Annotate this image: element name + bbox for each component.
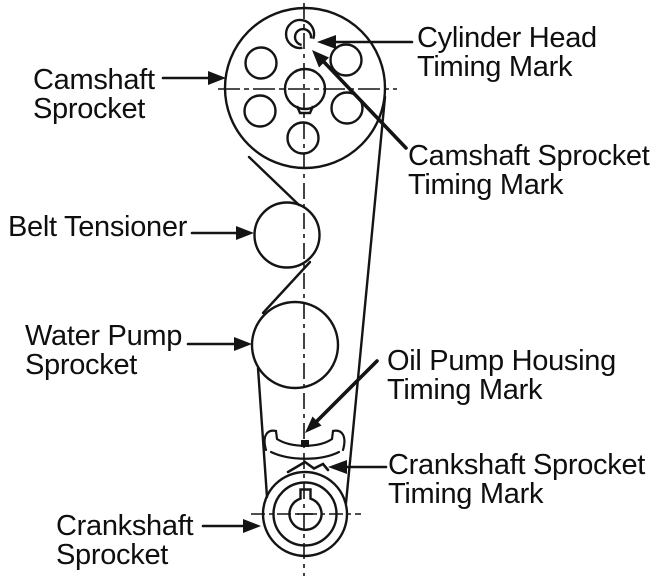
camshaft-sprocket-drawing (223, 6, 387, 170)
crankshaft-sprocket-arrow (201, 519, 261, 533)
camshaft-sprocket-timing-hole (293, 27, 313, 47)
label-line: Sprocket (56, 539, 169, 571)
label-water-pump-sprocket: Water Pump Sprocket (25, 322, 182, 380)
label-line: Timing Mark (387, 374, 543, 406)
label-line: Camshaft Sprocket (408, 140, 650, 172)
label-cylinder-head-timing-mark: Cylinder Head Timing Mark (417, 24, 597, 82)
label-line: Cylinder Head (417, 22, 597, 54)
label-line: Sprocket (33, 93, 146, 125)
label-oil-pump-housing-timing-mark: Oil Pump Housing Timing Mark (387, 347, 616, 405)
label-line: Water Pump (25, 320, 183, 352)
sprocket-hole (243, 94, 277, 128)
label-line: Timing Mark (408, 169, 564, 201)
label-line: Timing Mark (388, 478, 544, 510)
crankshaft-belt-rim (261, 470, 349, 558)
label-line: Sprocket (25, 349, 138, 381)
sprocket-hole (330, 91, 364, 125)
oil-pump-timing-notch (301, 440, 309, 447)
label-crankshaft-sprocket: Crankshaft Sprocket (56, 510, 194, 571)
label-line: Belt Tensioner (8, 211, 188, 243)
camshaft-sprocket-rim (223, 6, 387, 170)
crankshaft-timing-mark-shape (286, 460, 330, 474)
cylinder-head-timing-mark-arrow (317, 35, 414, 49)
timing-belt-lines (247, 95, 387, 505)
oil-pump-bracket-lower-edge (269, 450, 341, 460)
belt-right-run (344, 95, 387, 505)
oil-pump-housing-mark (263, 429, 346, 460)
camshaft-hub-keyway (295, 105, 315, 115)
leader-arrows (161, 35, 414, 533)
camshaft-hub (283, 67, 327, 111)
label-line: Crankshaft Sprocket (388, 449, 646, 481)
label-camshaft-sprocket-timing-mark: Camshaft Sprocket Timing Mark (408, 142, 650, 200)
oil-pump-housing-timing-mark-arrow (305, 359, 379, 433)
belt-left-run-middle (261, 260, 312, 315)
label-line: Oil Pump Housing (387, 345, 616, 377)
crankshaft-sprocket-drawing (261, 470, 349, 558)
crankshaft-sprocket-rim (272, 481, 338, 547)
crankshaft-sprocket-timing-mark-arrow (328, 460, 388, 474)
sprocket-hole (244, 46, 278, 80)
label-line: Crankshaft (56, 510, 194, 542)
sprocket-hole (329, 43, 363, 77)
sprocket-hole (286, 121, 320, 155)
label-camshaft-sprocket: Camshaft Sprocket (33, 66, 155, 124)
belt-left-run-upper (247, 155, 301, 207)
crankshaft-hub-with-keyway (288, 488, 323, 531)
label-line: Camshaft (33, 64, 155, 96)
cylinder-head-timing-notch (284, 18, 316, 50)
water-pump-sprocket-arrow (186, 337, 252, 351)
label-crankshaft-sprocket-timing-mark: Crankshaft Sprocket Timing Mark (388, 451, 645, 509)
belt-left-run-lower (256, 366, 269, 499)
belt-tensioner-drawing (253, 201, 321, 269)
water-pump-pulley (250, 300, 340, 390)
label-belt-tensioner: Belt Tensioner (8, 213, 187, 242)
camshaft-sprocket-timing-mark-arrow (312, 50, 408, 150)
water-pump-sprocket-drawing (250, 300, 340, 390)
belt-tensioner-pulley (253, 201, 321, 269)
camshaft-sprocket-arrow (161, 71, 226, 85)
belt-tensioner-arrow (190, 226, 254, 240)
label-line: Timing Mark (417, 51, 573, 83)
